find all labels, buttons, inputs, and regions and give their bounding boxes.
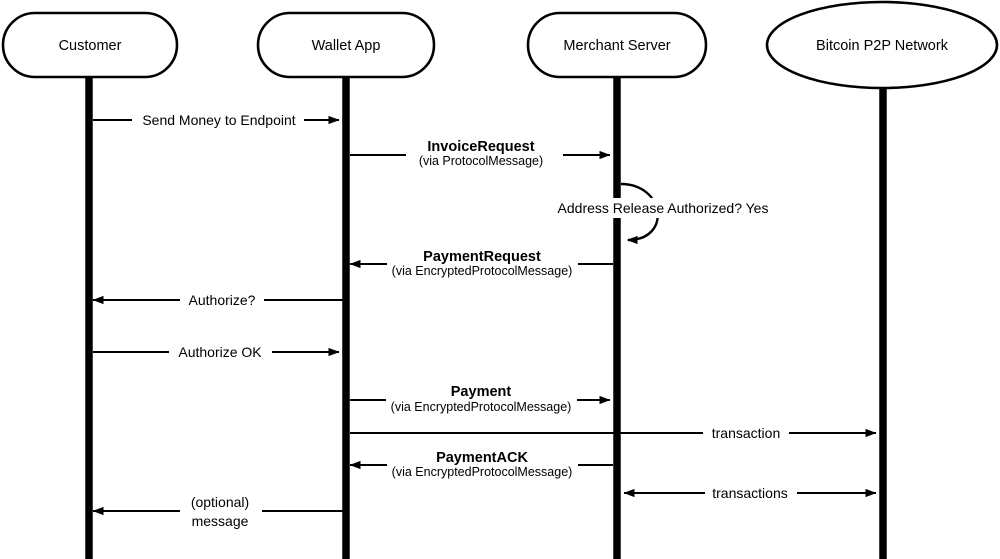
message-invoice-request[interactable]: InvoiceRequest (via ProtocolMessage) [350,139,611,168]
message-address-release[interactable]: Address Release Authorized? Yes [549,182,777,245]
actor-customer-shape [1,11,179,79]
message-send-money[interactable]: Send Money to Endpoint [93,110,340,130]
actor-wallet-shape [256,11,436,79]
actor-merchant-label: Merchant Server [563,38,670,54]
message-invoice-request-label: InvoiceRequest [427,139,534,155]
message-address-release-label: Address Release Authorized? Yes [558,200,769,216]
message-payment-ack-label: PaymentACK [436,450,528,466]
actor-bitcoin-label: Bitcoin P2P Network [816,38,949,54]
message-payment-ack-label-bg [387,456,578,474]
message-optional-sublabel: message [192,513,249,529]
message-payment-request[interactable]: PaymentRequest (via EncryptedProtocolMes… [349,249,613,278]
message-transactions-label-bg [705,483,797,503]
message-authorize-query-label: Authorize? [189,292,256,308]
message-authorize-ok[interactable]: Authorize OK [93,342,340,362]
message-invoice-request-sublabel: (via ProtocolMessage) [419,154,543,168]
actor-wallet[interactable]: Wallet App [256,11,436,79]
message-transaction[interactable]: transaction [350,423,877,443]
message-payment-label-bg [386,391,577,409]
message-payment-request-label: PaymentRequest [423,249,541,265]
message-payment-request-label-bg [387,255,578,273]
message-transaction-label-bg [703,423,789,443]
actor-customer-label: Customer [59,38,122,54]
message-payment-sublabel: (via EncryptedProtocolMessage) [391,400,572,414]
message-optional[interactable]: (optional) message [92,494,343,529]
message-payment-ack-sublabel: (via EncryptedProtocolMessage) [392,465,573,479]
message-payment-request-sublabel: (via EncryptedProtocolMessage) [392,264,573,278]
message-transactions[interactable]: transactions [623,483,877,503]
message-payment[interactable]: Payment (via EncryptedProtocolMessage) [350,384,611,414]
message-optional-label-bg [180,502,262,520]
actor-merchant[interactable]: Merchant Server [526,11,708,79]
message-invoice-request-label-bg [406,146,563,164]
actor-merchant-shape [526,11,708,79]
actor-bitcoin-shape [765,0,999,90]
message-send-money-label-bg [132,110,304,130]
message-transactions-label: transactions [712,485,787,501]
message-authorize-query-label-bg [180,290,264,310]
lifelines-group [85,72,887,559]
message-authorize-ok-label: Authorize OK [178,344,262,360]
actor-customer[interactable]: Customer [1,11,179,79]
message-transaction-label: transaction [712,425,780,441]
actor-bitcoin[interactable]: Bitcoin P2P Network [765,0,999,90]
message-optional-label: (optional) [191,494,249,510]
actor-wallet-label: Wallet App [312,38,381,54]
message-payment-ack[interactable]: PaymentACK (via EncryptedProtocolMessage… [349,450,613,479]
message-send-money-label: Send Money to Endpoint [142,112,295,128]
message-authorize-query[interactable]: Authorize? [92,290,343,310]
message-authorize-ok-label-bg [169,342,272,362]
message-payment-label: Payment [451,384,512,400]
message-address-release-label-bg [549,198,777,218]
